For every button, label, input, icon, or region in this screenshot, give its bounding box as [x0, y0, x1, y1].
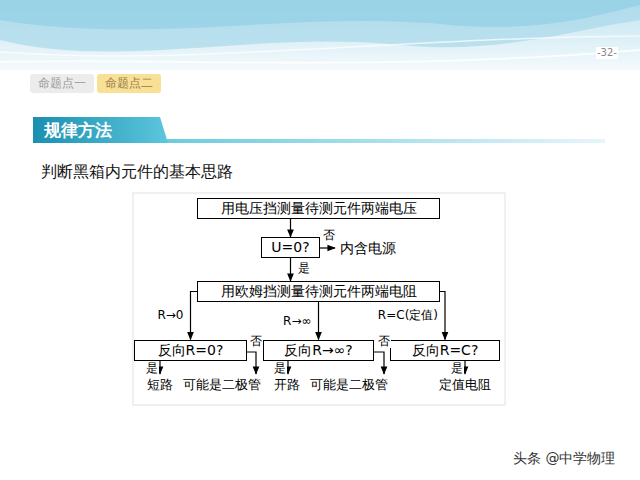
- branch-label: 否: [377, 334, 391, 348]
- header-band: [33, 117, 168, 143]
- branch-label: 是: [273, 361, 287, 375]
- section-title: 规律方法: [44, 120, 112, 140]
- outcome-arrow: [464, 360, 465, 374]
- node-text: 命题点一: [38, 76, 86, 90]
- branch-label: 是: [145, 361, 159, 375]
- flowchart-frame: [133, 193, 505, 405]
- outcome-arrow: [374, 352, 384, 374]
- outcome-text: 短路: [146, 377, 174, 393]
- branch-label: 是: [450, 361, 464, 375]
- node-text: 反向R=C?: [412, 342, 479, 359]
- node-text: 命题点二: [105, 76, 153, 90]
- node-text: 用欧姆挡测量待测元件两端电阻: [221, 283, 417, 300]
- tab: 命题点一: [30, 74, 94, 93]
- flow-arrow: [290, 219, 291, 237]
- flow-arrow: [290, 258, 291, 281]
- process-box: 用电压挡测量待测元件两端电压: [197, 198, 440, 219]
- wave: [0, 0, 640, 29]
- branch-label: 否: [322, 228, 336, 242]
- decision-box: U=0?: [261, 237, 320, 258]
- outcome-arrow: [287, 360, 288, 374]
- outcome-text: 内含电源: [339, 240, 397, 257]
- outcome-text: 开路: [273, 377, 301, 393]
- node-text: 反向R=0?: [158, 342, 224, 359]
- top-banner: [0, 0, 640, 70]
- decision-box: 反向R=0?: [134, 340, 247, 361]
- outcome-arrow: [247, 352, 256, 374]
- wave-line: [0, 36, 640, 56]
- outcome-text: 定值电阻: [438, 377, 492, 393]
- node-text: U=0?: [271, 239, 309, 256]
- decision-box: 反向R→∞?: [263, 340, 374, 361]
- outcome-text: 可能是二极管: [182, 377, 262, 393]
- outcome-arrow: [159, 360, 160, 374]
- outcome-arrow: [320, 247, 335, 248]
- edge-label: R→0: [156, 308, 184, 322]
- edge-label: R=C(定值): [377, 308, 439, 322]
- process-box: 用欧姆挡测量待测元件两端电阻: [197, 281, 440, 302]
- decision-box: 反向R=C?: [390, 340, 500, 361]
- node-text: 反向R→∞?: [284, 342, 353, 359]
- edge-label: R→∞: [282, 314, 312, 328]
- outcome-text: 可能是二极管: [309, 377, 389, 393]
- subtitle: 判断黑箱内元件的基本思路: [40, 162, 234, 181]
- node-text: 用电压挡测量待测元件两端电压: [221, 200, 417, 217]
- flow-arrow: [318, 302, 319, 340]
- branch-label: 否: [249, 334, 263, 348]
- flow-arrow: [440, 292, 445, 340]
- wave: [0, 0, 640, 51]
- edge-label: 是: [297, 261, 311, 275]
- header-line: [165, 139, 605, 143]
- tab-active: 命题点二: [97, 74, 161, 93]
- watermark: 头条 @中学物理: [512, 450, 616, 467]
- page-number: -32-: [596, 47, 618, 59]
